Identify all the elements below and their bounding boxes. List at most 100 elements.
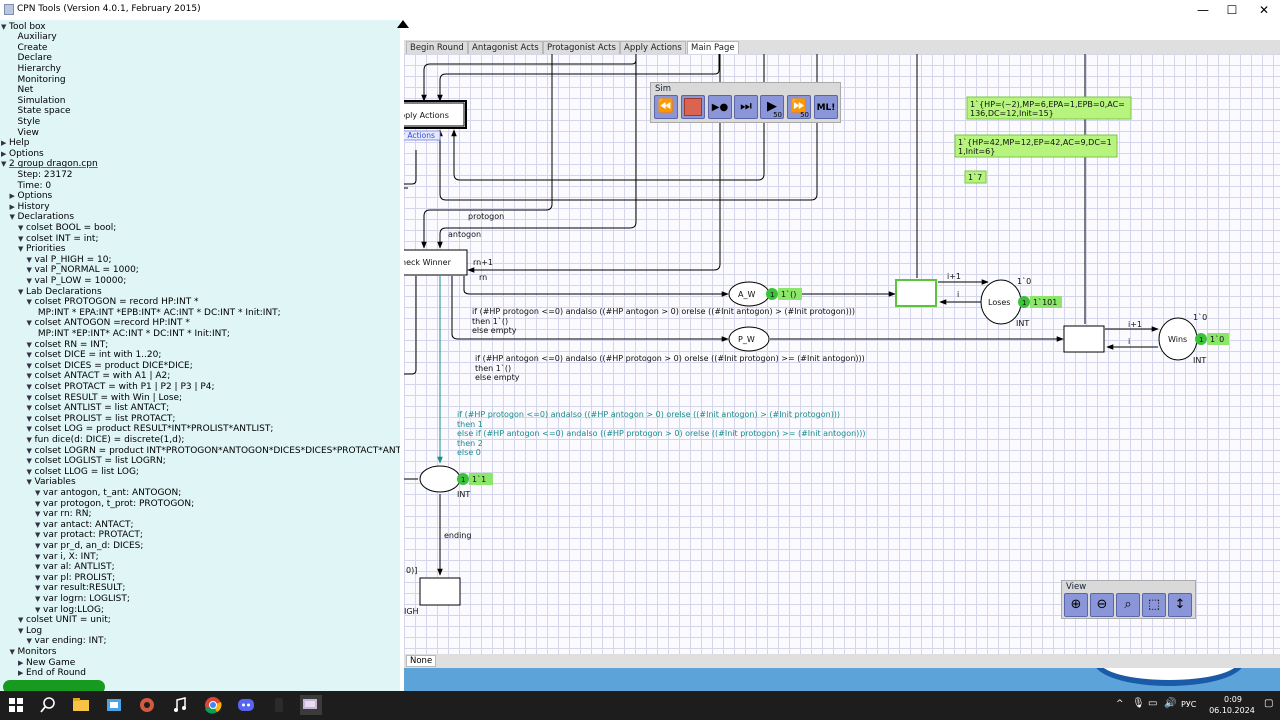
- transition-apply-actions[interactable]: [404, 100, 467, 129]
- stop-icon[interactable]: [681, 95, 705, 119]
- fit-icon[interactable]: ⌕: [1116, 593, 1140, 617]
- tree-item[interactable]: MP:INT *EP:INT* AC:INT * DC:INT * Init:I…: [30, 329, 230, 340]
- zoom-out-icon[interactable]: ⊖: [1090, 593, 1114, 617]
- expanded-triangle-icon[interactable]: ▼: [35, 605, 41, 614]
- marking-protogon[interactable]: 1`{HP=(~2),MP=6,EPA=1,EPB=0,AC=136,DC=12…: [966, 96, 1132, 120]
- collapsed-triangle-icon[interactable]: ▶: [9, 202, 15, 211]
- token-a-w[interactable]: 1 1`(): [766, 288, 802, 300]
- tab-apply-actions[interactable]: Apply Actions: [620, 41, 686, 54]
- volume-icon[interactable]: 🔊: [1164, 698, 1177, 709]
- tree-item[interactable]: ▼colset PROTOGON = record HP:INT *: [27, 297, 199, 308]
- expanded-triangle-icon[interactable]: ▼: [26, 637, 32, 646]
- tree-item[interactable]: ▼2 group dragon.cpn: [1, 159, 98, 170]
- expanded-triangle-icon[interactable]: ▼: [35, 541, 41, 550]
- tree-item[interactable]: ▼var logrn: LOGLIST;: [35, 594, 130, 605]
- tree-item[interactable]: View: [10, 128, 39, 139]
- tree-item[interactable]: State space: [10, 106, 71, 117]
- tree-item[interactable]: ▶End of Round: [18, 668, 86, 679]
- expanded-triangle-icon[interactable]: ▼: [18, 245, 24, 254]
- expanded-triangle-icon[interactable]: ▼: [1, 160, 7, 169]
- tree-item[interactable]: ▼colset ANTOGON =record HP:INT *: [27, 318, 190, 329]
- tree-item[interactable]: ▶New Game: [18, 658, 75, 669]
- transition-check-winner[interactable]: [404, 249, 468, 276]
- tree-item[interactable]: ▼Variables: [27, 477, 76, 488]
- tree-item[interactable]: ▼colset ANTACT = with A1 | A2;: [27, 371, 171, 382]
- tree-item[interactable]: ▼colset UNIT = unit;: [18, 615, 111, 626]
- expanded-triangle-icon[interactable]: ▼: [35, 520, 41, 529]
- marking-rn[interactable]: 1`7: [964, 170, 987, 184]
- splitter[interactable]: [397, 20, 409, 691]
- play-icon[interactable]: ▶50: [760, 95, 784, 119]
- tree-item[interactable]: ▼var protogon, t_prot: PROTOGON;: [35, 499, 194, 510]
- tree-item[interactable]: Auxiliary: [10, 32, 57, 43]
- expanded-triangle-icon[interactable]: ▼: [35, 594, 41, 603]
- app-icon[interactable]: [269, 695, 289, 715]
- expanded-triangle-icon[interactable]: ▼: [35, 552, 41, 561]
- place-ending[interactable]: [419, 465, 461, 493]
- expanded-triangle-icon[interactable]: ▼: [26, 340, 32, 349]
- collapsed-triangle-icon[interactable]: ▶: [18, 669, 24, 678]
- tree-item[interactable]: ▼var al: ANTLIST;: [35, 562, 115, 573]
- expanded-triangle-icon[interactable]: ▼: [35, 499, 41, 508]
- expanded-triangle-icon[interactable]: ▼: [26, 404, 32, 413]
- expanded-triangle-icon[interactable]: ▼: [18, 234, 24, 243]
- view-tool-palette[interactable]: View ⊕ ⊖ ⌕ ⬚ ↕: [1061, 580, 1196, 619]
- tree-item[interactable]: ▼colset ANTLIST = list ANTACT;: [27, 403, 170, 414]
- expanded-triangle-icon[interactable]: ▼: [26, 266, 32, 275]
- tree-item[interactable]: ▶Options: [1, 149, 44, 160]
- language-indicator[interactable]: РУС: [1181, 700, 1197, 709]
- tree-item[interactable]: ▼colset DICES = product DICE*DICE;: [27, 361, 193, 372]
- petri-net[interactable]: pply Actions r Actions heck Winner A_W P…: [404, 54, 1280, 654]
- tab-begin-round[interactable]: Begin Round: [406, 41, 468, 54]
- transition-loses[interactable]: [895, 279, 937, 307]
- expanded-triangle-icon[interactable]: ▼: [35, 531, 41, 540]
- expanded-triangle-icon[interactable]: ▼: [26, 478, 32, 487]
- tree-item[interactable]: ▼colset PROTACT = with P1 | P2 | P3 | P4…: [27, 382, 215, 393]
- expanded-triangle-icon[interactable]: ▼: [26, 361, 32, 370]
- expanded-triangle-icon[interactable]: ▼: [18, 223, 24, 232]
- expanded-triangle-icon[interactable]: ▼: [35, 510, 41, 519]
- tree-item[interactable]: ▼Monitors: [10, 647, 57, 658]
- clock-date[interactable]: 06.10.2024: [1209, 706, 1255, 715]
- tab-protagonist-acts[interactable]: Protagonist Acts: [543, 41, 620, 54]
- tree-item[interactable]: ▶Help: [1, 138, 30, 149]
- expanded-triangle-icon[interactable]: ▼: [18, 287, 24, 296]
- expanded-triangle-icon[interactable]: ▼: [35, 573, 41, 582]
- net-canvas[interactable]: pply Actions r Actions heck Winner A_W P…: [404, 54, 1280, 654]
- collapsed-triangle-icon[interactable]: ▶: [9, 192, 15, 201]
- minimize-icon[interactable]: —: [1197, 3, 1209, 17]
- collapsed-triangle-icon[interactable]: ▶: [1, 149, 7, 158]
- tree-item[interactable]: ▼colset RESULT = with Win | Lose;: [27, 393, 183, 404]
- expanded-triangle-icon[interactable]: ▼: [26, 351, 32, 360]
- expanded-triangle-icon[interactable]: ▼: [26, 298, 32, 307]
- tree-item[interactable]: ▼fun dice(d: DICE) = discrete(1,d);: [27, 435, 185, 446]
- status-tab-none[interactable]: None: [406, 655, 437, 667]
- tree-item[interactable]: ▶History: [10, 202, 50, 213]
- tree-item[interactable]: ▼var i, X: INT;: [35, 552, 99, 563]
- tree-item[interactable]: ▼var antact: ANTACT;: [35, 520, 134, 531]
- maximize-icon[interactable]: ☐: [1226, 3, 1238, 17]
- tree-item[interactable]: Simulation: [10, 96, 66, 107]
- rewind-icon[interactable]: ⏪: [654, 95, 678, 119]
- tree-item[interactable]: ▼var antogon, t_ant: ANTOGON;: [35, 488, 181, 499]
- tree-item[interactable]: ▼var pr_d, an_d: DICES;: [35, 541, 143, 552]
- expanded-triangle-icon[interactable]: ▼: [26, 276, 32, 285]
- tree-item[interactable]: ▼colset LLOG = list LOG;: [27, 467, 139, 478]
- tab-main-page[interactable]: Main Page: [687, 41, 739, 54]
- expanded-triangle-icon[interactable]: ▼: [9, 647, 15, 656]
- transition-wins[interactable]: [1063, 325, 1105, 353]
- token-ending[interactable]: 1 1`1: [457, 473, 493, 485]
- cpn-tools-icon[interactable]: [300, 695, 322, 715]
- collapse-arrow-icon[interactable]: [397, 20, 409, 28]
- tree-item[interactable]: ▼var protact: PROTACT;: [35, 530, 143, 541]
- expanded-triangle-icon[interactable]: ▼: [35, 584, 41, 593]
- tree-item[interactable]: Step: 23172: [10, 170, 73, 181]
- tray-overflow-icon[interactable]: ^: [1116, 699, 1124, 709]
- tree-item[interactable]: ▼var result:RESULT;: [35, 583, 125, 594]
- token-loses[interactable]: 1 1`101: [1018, 296, 1062, 308]
- tree-item[interactable]: ▼colset RN = INT;: [27, 340, 109, 351]
- store-icon[interactable]: [104, 695, 124, 715]
- notifications-icon[interactable]: ▢: [1264, 698, 1274, 709]
- windows-start-icon[interactable]: [6, 695, 26, 715]
- subpage-tag[interactable]: [404, 130, 441, 141]
